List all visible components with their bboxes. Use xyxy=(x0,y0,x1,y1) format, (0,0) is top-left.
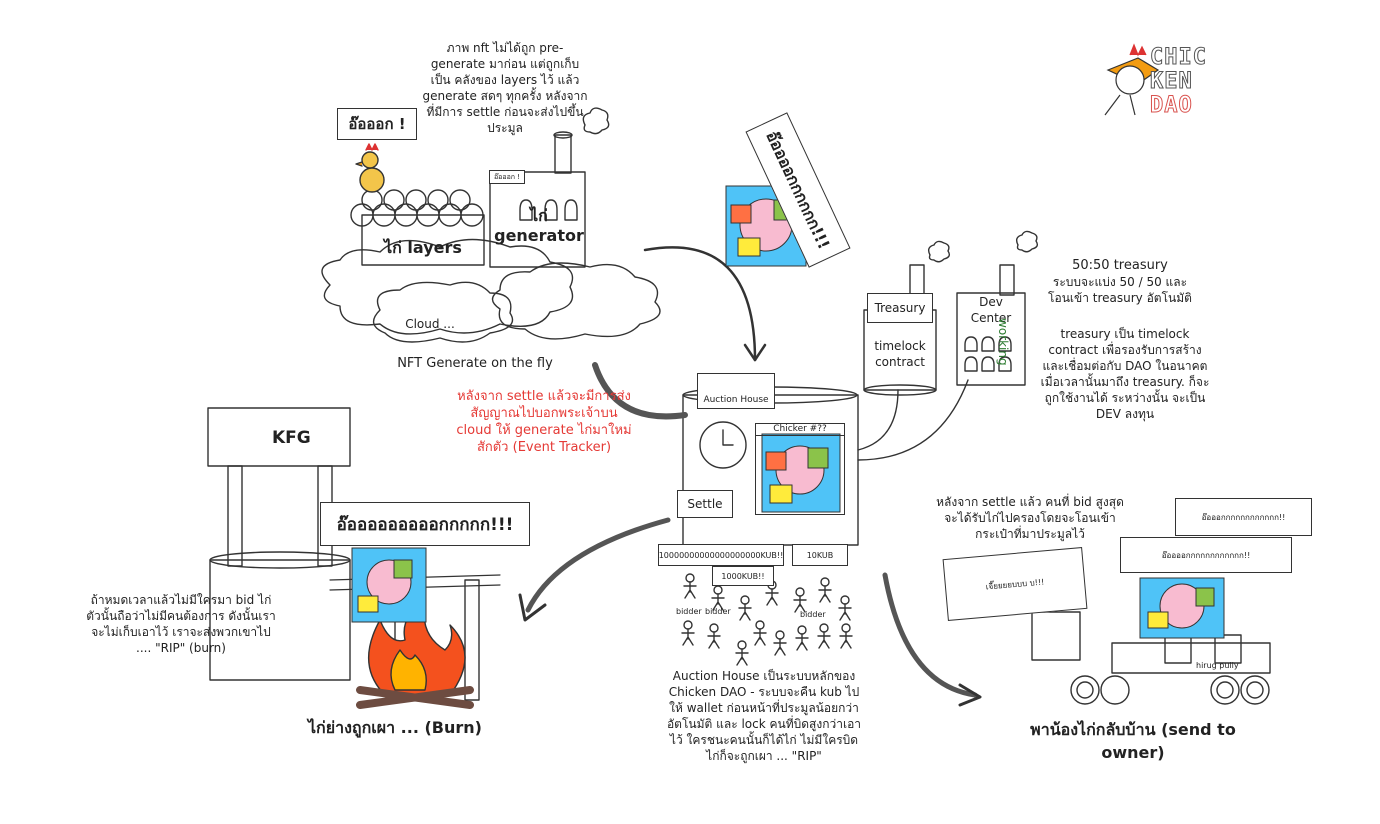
auction-card-title: Chicker #?? xyxy=(756,424,844,436)
dev-center-label: Dev Center xyxy=(970,295,1012,325)
treasury-note-title: 50:50 treasury xyxy=(1072,258,1168,273)
nft-image-burn xyxy=(351,547,427,623)
bid-amount-2: 1000KUB!! xyxy=(721,571,765,581)
auction-house-label: Auction House xyxy=(703,395,769,405)
send-note: หลังจาก settle แล้ว คนที่ bid สูงสุด จะไ… xyxy=(936,495,1124,541)
nft-image-auction xyxy=(761,433,841,513)
bidder-label-3: bidder xyxy=(800,610,826,619)
dev-center-building xyxy=(956,292,1026,386)
burn-note: ถ้าหมดเวลาแล้วไม่มีใครมา bid ไก่ตัวนั้นถ… xyxy=(86,593,276,655)
burn-shout: อ๊อออออออออกกกกก!!! xyxy=(336,514,514,535)
working-label: working xyxy=(996,318,1010,366)
send-caption: พาน้องไก่กลับบ้าน (send to owner) xyxy=(1030,720,1236,762)
settle-label: Settle xyxy=(687,497,723,511)
event-tracker-note: หลังจาก settle แล้วจะมีการส่งสัญญาณไปบอก… xyxy=(456,389,632,455)
burn-barrel xyxy=(209,559,351,681)
generator-building xyxy=(489,171,586,268)
settle-button[interactable]: Settle xyxy=(677,490,733,518)
bidder-crowd xyxy=(681,573,853,666)
logo-line-1: CHIC xyxy=(1150,45,1207,70)
burn-sign xyxy=(207,407,351,467)
bidder-label-2: bidder xyxy=(705,607,731,616)
bid-amount-1: 10000000000000000000KUB!! xyxy=(658,550,784,560)
generator-shout-bubble: อ๊อออก ! xyxy=(489,170,525,184)
auction-house-note: Auction House เป็นระบบหลักของ Chicken DA… xyxy=(666,669,862,763)
auction-house-sign: Auction House xyxy=(697,373,775,409)
arrow-to-burn xyxy=(525,517,671,613)
burn-caption: ไก่ย่างถูกเผา ... (Burn) xyxy=(308,718,482,737)
timelock-contract-label: timelock contract xyxy=(874,339,926,369)
cloud-shape xyxy=(491,262,661,340)
wire-cloud-auction xyxy=(592,362,688,420)
brand-logo: CHIC KEN DAO xyxy=(1150,45,1220,118)
burn-shout-bubble: อ๊อออออออออกกกกก!!! xyxy=(320,502,530,546)
send-bubble-1-text: อ๊อออกกกกกกกกกกกก!! xyxy=(1201,512,1286,522)
chicken-dao-logo-icon xyxy=(1104,43,1160,116)
wire-to-dev xyxy=(857,379,969,461)
send-bubble-2-text: อ๊ออออกกกกกกกกกกกก!! xyxy=(1161,550,1251,560)
cart-label: hirug pully xyxy=(1196,661,1239,670)
fire-icon xyxy=(356,604,474,709)
bid-bubble-3: 10KUB xyxy=(792,544,848,566)
layers-label: ไก่ layers xyxy=(384,238,462,257)
cloud-shape xyxy=(372,281,514,343)
arrow-to-auction xyxy=(643,246,757,362)
send-bubble-3-text: เจี๊ยยยยบบบ บ!!! xyxy=(985,576,1045,592)
bid-bubble-2: 1000KUB!! xyxy=(712,566,774,586)
auction-card: Chicker #?? xyxy=(755,423,845,515)
layers-eggs xyxy=(350,189,484,227)
bid-amount-3: 10KUB xyxy=(806,550,834,560)
generator-small-shout: อ๊อออก ! xyxy=(493,172,521,181)
logo-line-2: KEN xyxy=(1150,69,1193,94)
bidder-label-1: bidder xyxy=(676,607,702,616)
top-left-shout-bubble: อ๊อออก ! xyxy=(337,108,417,140)
logo-line-3: DAO xyxy=(1150,93,1193,118)
send-bubble-2: อ๊ออออกกกกกกกกกกกก!! xyxy=(1120,537,1292,573)
cloud-label: Cloud ... xyxy=(405,317,455,331)
delivery-box xyxy=(1031,611,1081,661)
treasury-sign: Treasury xyxy=(867,293,933,323)
treasury-label: Treasury xyxy=(874,301,926,315)
top-left-shout: อ๊อออก ! xyxy=(348,115,406,133)
wire-to-treasury xyxy=(857,389,899,451)
burn-sign-label: KFG xyxy=(272,428,311,448)
cloud-shape xyxy=(321,238,574,335)
send-bubble-1: อ๊อออกกกกกกกกกกกก!! xyxy=(1175,498,1312,536)
chicken-mascot-icon xyxy=(355,143,385,193)
layers-building xyxy=(361,214,485,266)
generator-label: ไก่ generator xyxy=(494,206,584,245)
treasury-note-1: ระบบจะแบ่ง 50 / 50 และโอนเข้า treasury อ… xyxy=(1048,275,1192,305)
bid-bubble-1: 10000000000000000000KUB!! xyxy=(658,544,784,566)
treasury-note-2: treasury เป็น timelock contract เพื่อรอง… xyxy=(1040,327,1210,421)
clock-icon xyxy=(699,421,747,469)
nft-generate-caption: NFT Generate on the fly xyxy=(397,356,553,371)
nft-generate-note: ภาพ nft ไม่ได้ถูก pre-generate มาก่อน แต… xyxy=(422,41,588,135)
arrow-to-owner xyxy=(882,572,978,698)
nft-image-owner xyxy=(1139,577,1225,639)
send-bubble-3: เจี๊ยยยยบบบ บ!!! xyxy=(942,547,1088,621)
